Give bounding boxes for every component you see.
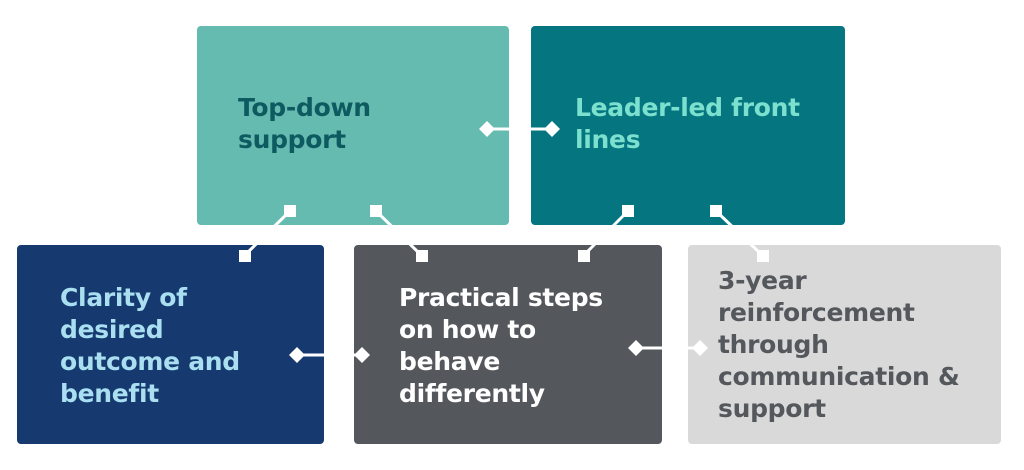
box-clarity-of-desired-outcome: Clarity of desired outcome and benefit	[17, 245, 324, 444]
box-leader-led-front-lines: Leader-led front lines	[531, 26, 845, 225]
box-label-leader-led-front-lines: Leader-led front lines	[575, 93, 800, 154]
box-practical-steps: Practical steps on how to behave differe…	[354, 245, 662, 444]
box-label-practical-steps: Practical steps on how to behave differe…	[399, 283, 603, 408]
box-3-year-reinforcement: 3-year reinforcement through communicati…	[688, 245, 1001, 444]
box-label-clarity-of-desired-outcome: Clarity of desired outcome and benefit	[60, 283, 240, 408]
box-label-top-down-support: Top-down support	[238, 93, 371, 154]
box-label-3-year-reinforcement: 3-year reinforcement through communicati…	[718, 266, 960, 423]
box-top-down-support: Top-down support	[197, 26, 509, 225]
